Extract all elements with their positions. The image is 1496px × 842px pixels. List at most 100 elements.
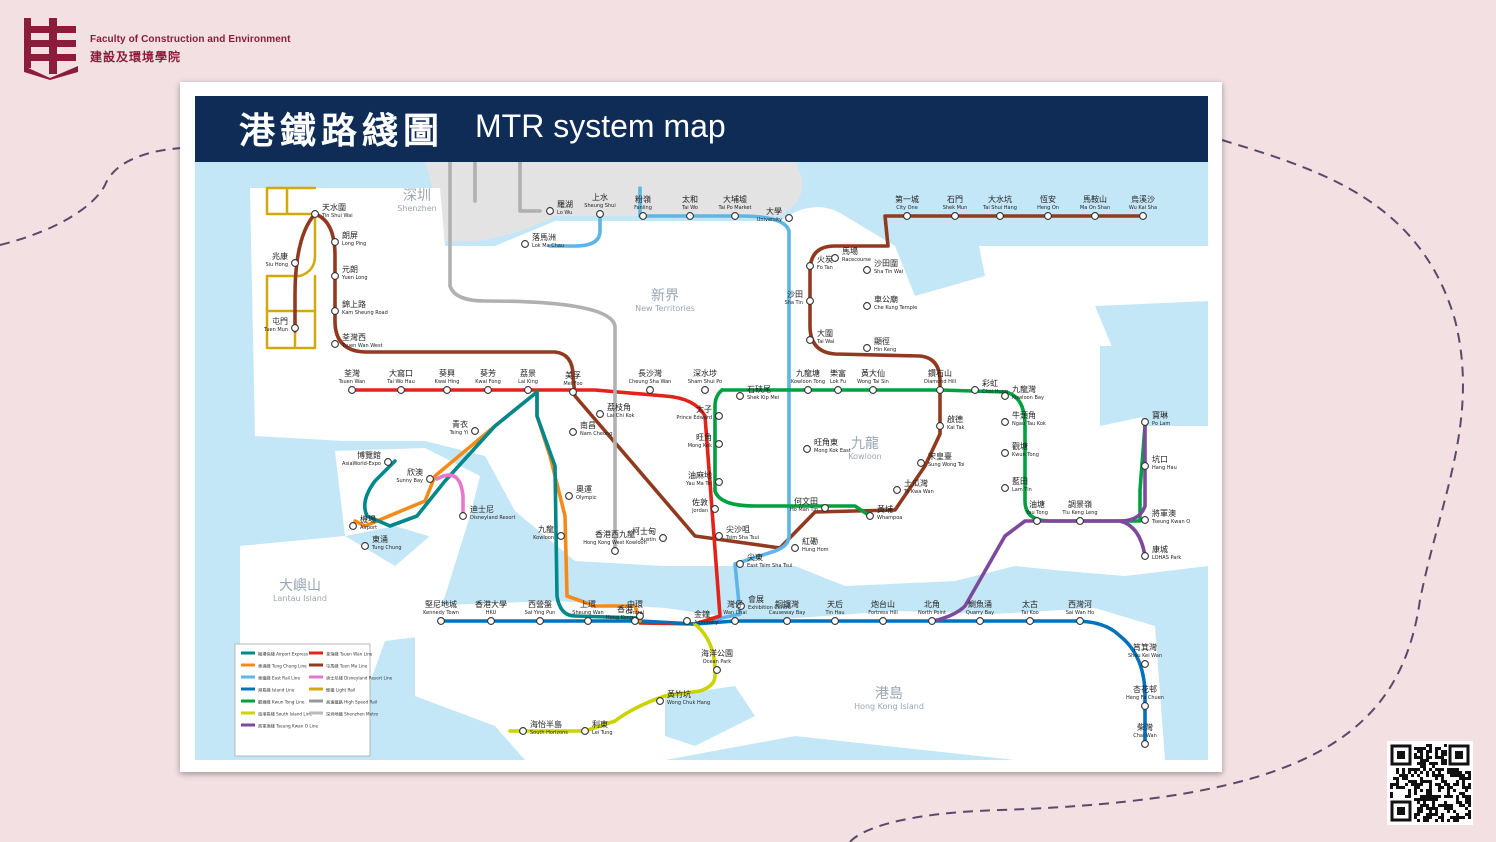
qr-code[interactable]	[1387, 741, 1473, 825]
